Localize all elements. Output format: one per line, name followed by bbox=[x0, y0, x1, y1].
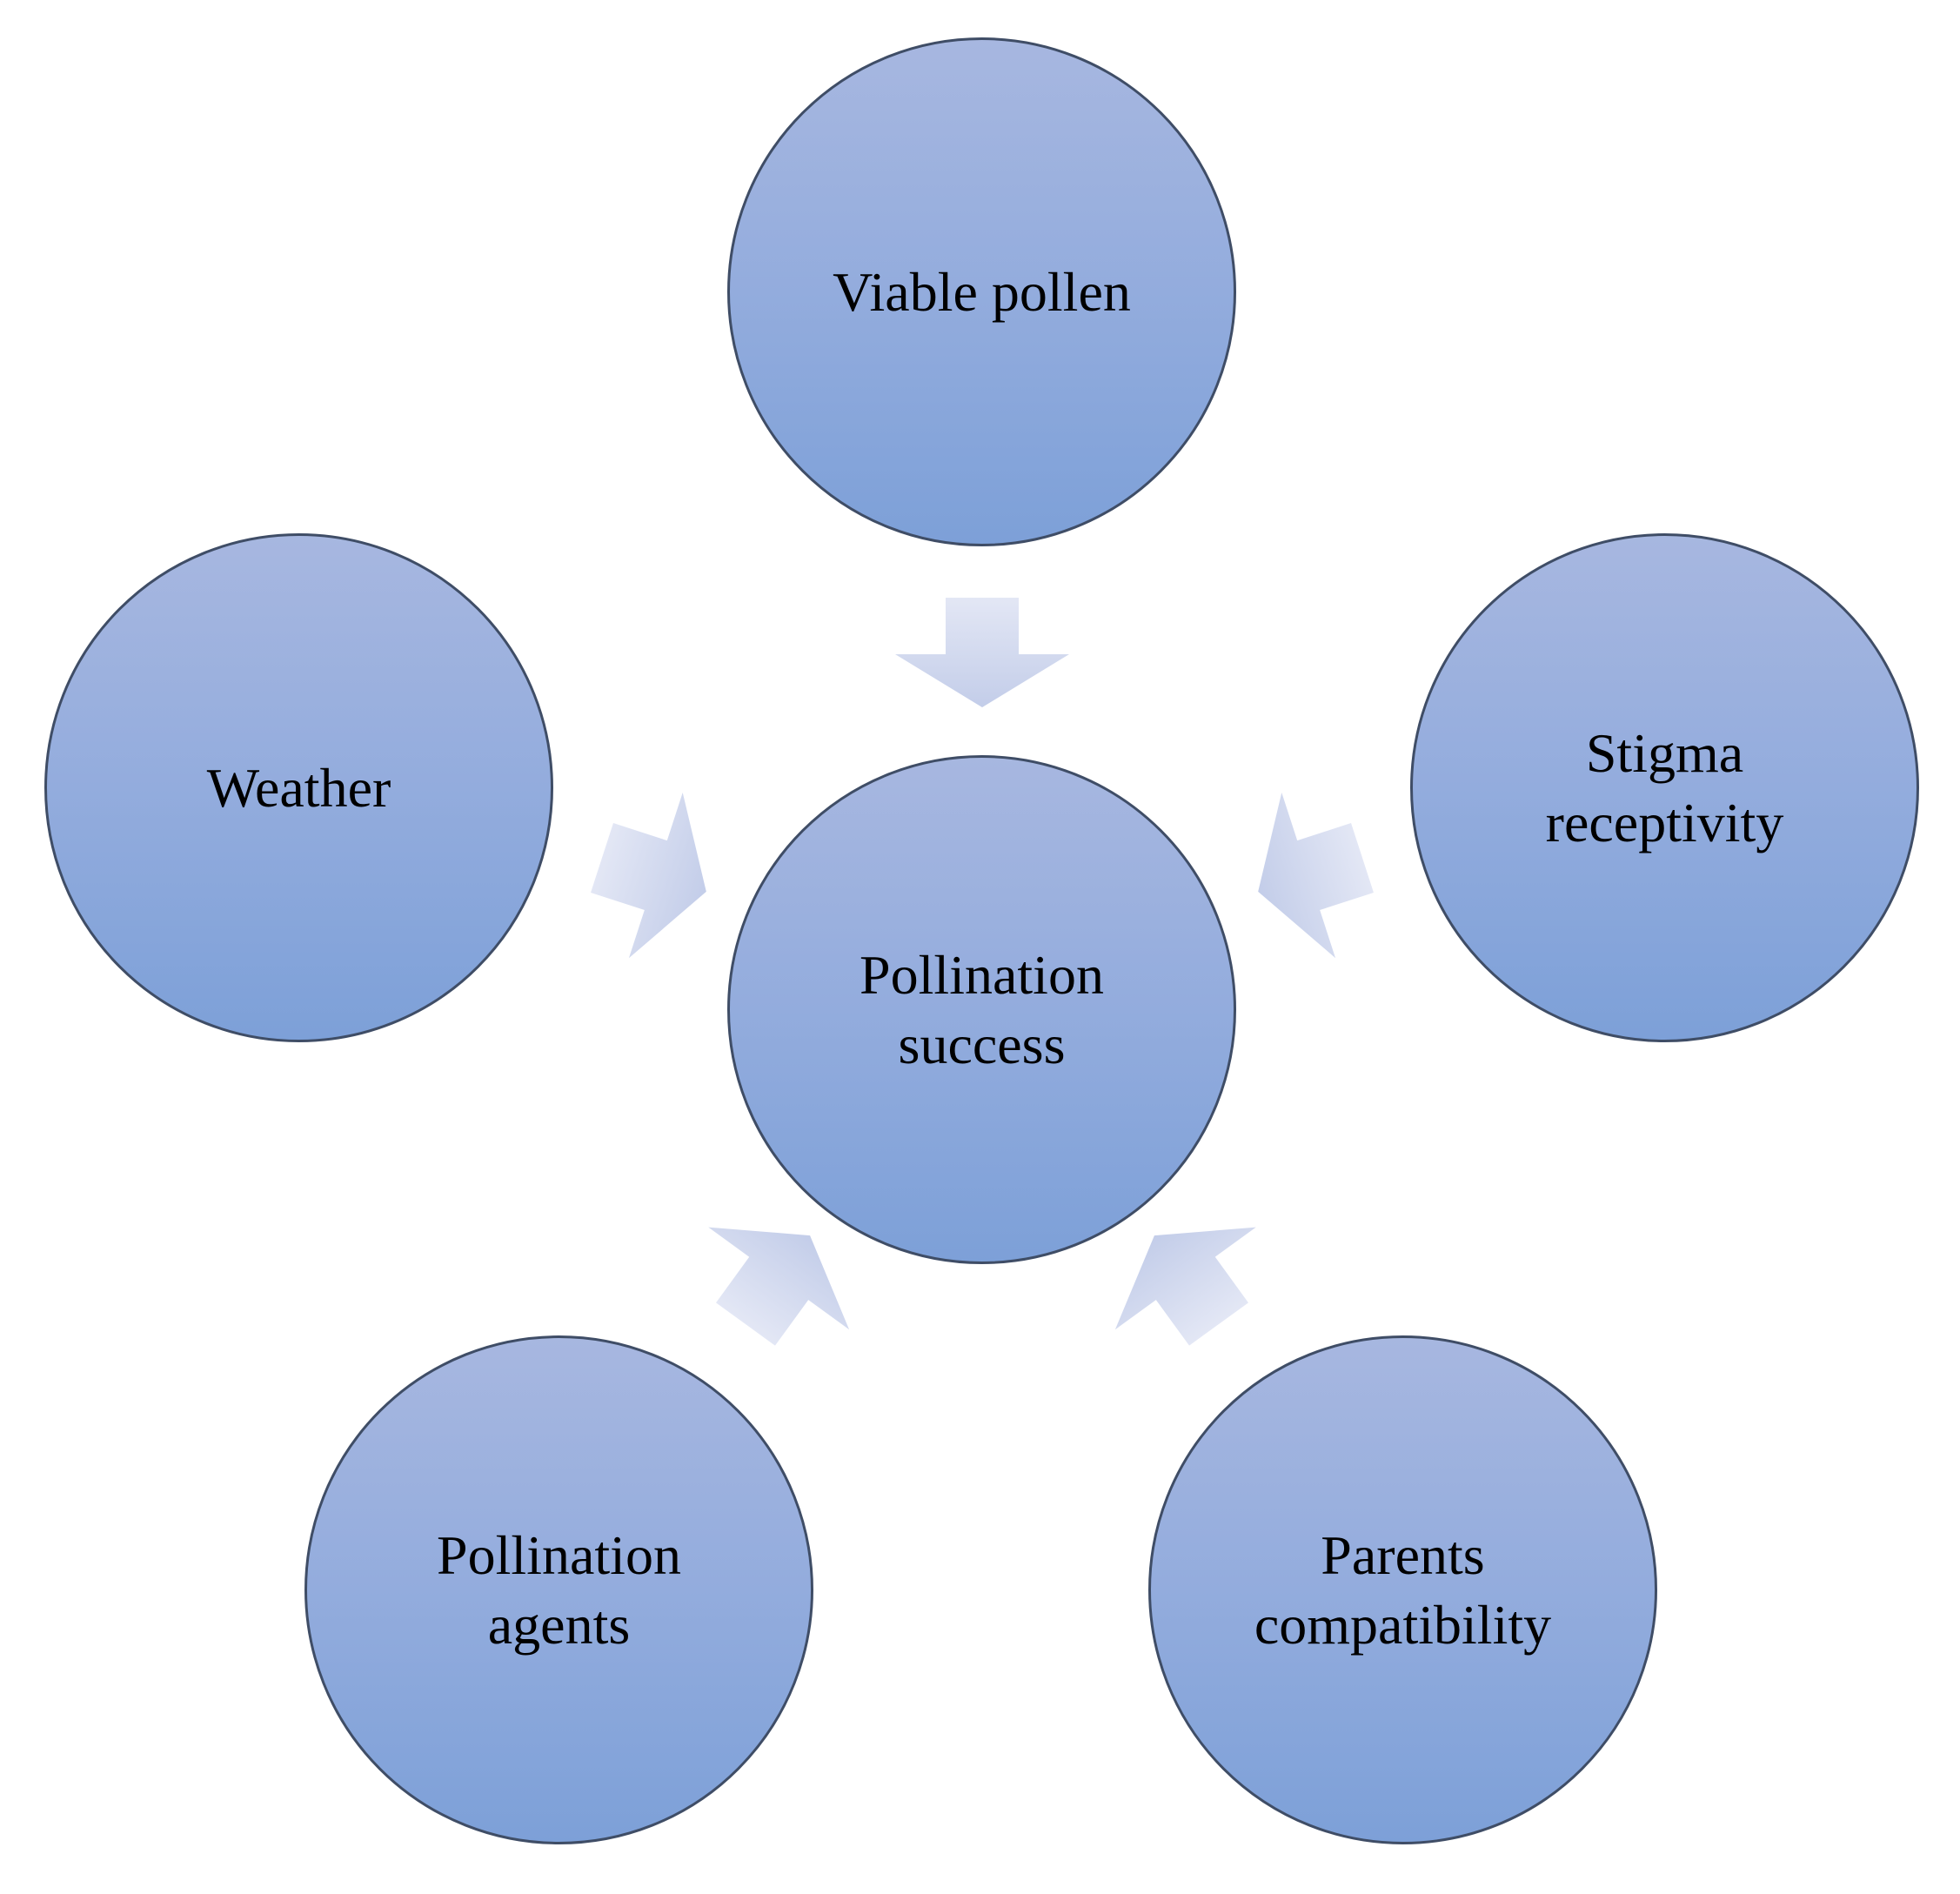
factor-label: Parents compatibility bbox=[1254, 1523, 1552, 1656]
factor-viable-pollen: Viable pollen bbox=[727, 37, 1236, 546]
factor-label: Weather bbox=[206, 756, 391, 819]
factor-label: Viable pollen bbox=[833, 260, 1131, 323]
arrow-from-bottom-right bbox=[1114, 1227, 1256, 1346]
factor-stigma-receptivity: Stigma receptivity bbox=[1410, 533, 1919, 1042]
factor-pollination-agents: Pollination agents bbox=[304, 1335, 813, 1844]
center-label: Pollination success bbox=[860, 943, 1104, 1075]
arrow-from-top bbox=[895, 598, 1069, 707]
factor-parents-compatibility: Parents compatibility bbox=[1148, 1335, 1657, 1844]
arrow-from-bottom-left bbox=[708, 1227, 850, 1346]
arrow-from-right bbox=[1258, 792, 1374, 959]
factor-weather: Weather bbox=[44, 533, 553, 1042]
factor-label: Pollination agents bbox=[437, 1523, 681, 1656]
center-pollination-success: Pollination success bbox=[727, 755, 1236, 1264]
arrow-from-left bbox=[591, 792, 706, 959]
factor-label: Stigma receptivity bbox=[1545, 721, 1784, 853]
